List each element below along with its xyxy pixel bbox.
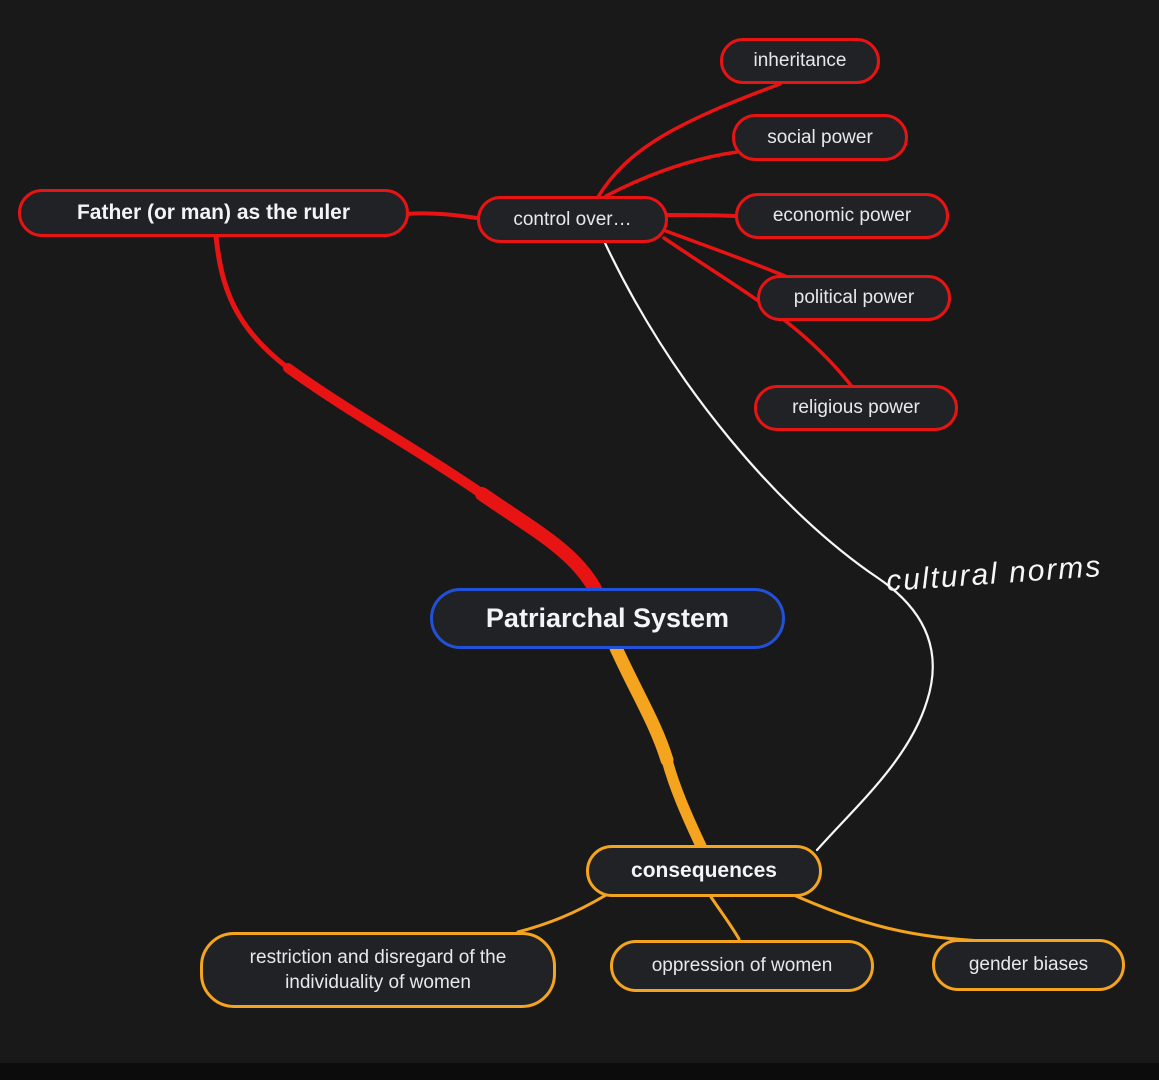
node-social-power[interactable]: social power [732, 114, 908, 161]
node-label: restriction and disregard of the individ… [249, 946, 507, 993]
node-label: Father (or man) as the ruler [76, 201, 351, 225]
node-oppression-of-women[interactable]: oppression of women [610, 940, 874, 992]
edge-control-political-power [664, 229, 794, 281]
edge-control-economic-power [666, 213, 737, 218]
edge-consequences-restriction [516, 893, 608, 934]
node-label: Patriarchal System [485, 602, 730, 633]
node-label: political power [793, 287, 915, 309]
node-father-as-ruler[interactable]: Father (or man) as the ruler [18, 189, 409, 237]
node-gender-biases[interactable]: gender biases [932, 939, 1125, 991]
node-label: inheritance [753, 50, 847, 72]
edge-control-consequences-handdrawn [603, 241, 934, 852]
node-economic-power[interactable]: economic power [735, 193, 949, 239]
node-inheritance[interactable]: inheritance [720, 38, 880, 84]
node-label: oppression of women [651, 955, 833, 977]
node-label: religious power [792, 397, 920, 419]
edge-father-patriarchal-segment3 [475, 487, 602, 596]
node-label: social power [767, 126, 873, 148]
edge-patriarchal-consequences-segment1 [609, 641, 674, 767]
edge-control-social-power [604, 150, 739, 198]
node-control-over[interactable]: control over… [477, 196, 668, 243]
edge-father-patriarchal-segment2 [283, 363, 487, 499]
node-political-power[interactable]: political power [757, 275, 951, 321]
node-patriarchal-system[interactable]: Patriarchal System [430, 588, 785, 649]
edge-consequences-oppression [709, 895, 741, 941]
node-label: economic power [772, 205, 912, 227]
bottom-letterbox-bar [0, 1063, 1159, 1080]
node-label: gender biases [968, 954, 1089, 976]
edge-consequences-gender-biases [785, 890, 988, 943]
edge-control-inheritance [596, 82, 782, 199]
edge-father-control [404, 211, 479, 220]
node-label: consequences [631, 859, 777, 883]
node-restriction-of-individuality[interactable]: restriction and disregard of the individ… [200, 932, 556, 1008]
node-label: control over… [513, 208, 632, 230]
edge-father-patriarchal-segment1 [213, 233, 291, 371]
edge-patriarchal-consequences-segment2 [661, 754, 707, 852]
node-consequences[interactable]: consequences [586, 845, 822, 897]
node-religious-power[interactable]: religious power [754, 385, 958, 431]
